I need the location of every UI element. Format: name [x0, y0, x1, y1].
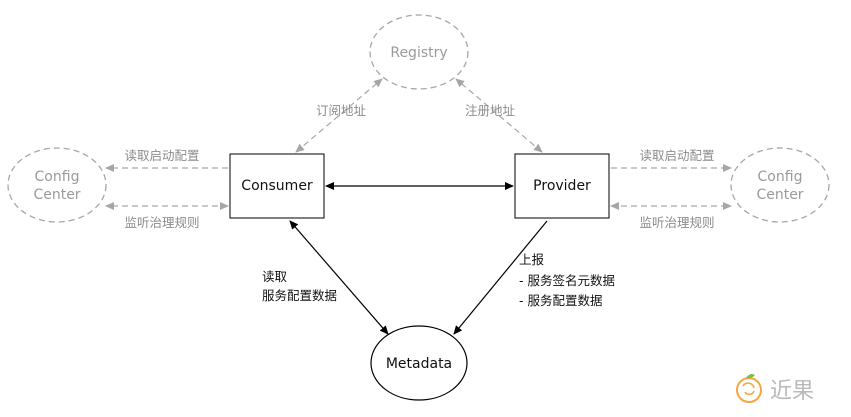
- provider-node: Provider: [514, 153, 610, 219]
- metadata-label: Metadata: [386, 356, 452, 372]
- provider-label: Provider: [533, 178, 591, 194]
- config-center-left-label-line2: Center: [33, 187, 80, 203]
- edge-label-provider-meta-line3: - 服务配置数据: [519, 293, 602, 308]
- config-center-right-label-line2: Center: [756, 187, 803, 203]
- edge-label-provider-meta-line2: - 服务签名元数据: [519, 273, 615, 288]
- consumer-node: Consumer: [229, 153, 325, 219]
- edge-label-consumer-meta-line2: 服务配置数据: [262, 288, 337, 303]
- edge-label-right-watch-rules: 监听治理规则: [639, 215, 714, 230]
- watermark-text: 近果: [770, 379, 814, 404]
- edge-label-subscribe: 订阅地址: [316, 103, 367, 118]
- fruit-logo-icon: [736, 374, 762, 403]
- edge-provider-metadata: [453, 220, 548, 335]
- watermark: 近果: [736, 374, 814, 404]
- edge-label-left-read-config: 读取启动配置: [124, 148, 199, 163]
- config-center-left-label-line1: Config: [35, 169, 80, 185]
- edge-label-right-read-config: 读取启动配置: [639, 148, 714, 163]
- config-center-left-node: Config Center: [7, 147, 107, 223]
- edge-label-register: 注册地址: [465, 103, 516, 118]
- registry-label: Registry: [390, 45, 447, 61]
- edge-consumer-registry: [295, 78, 383, 153]
- edge-label-consumer-meta-line1: 读取: [262, 269, 288, 284]
- config-center-right-label-line1: Config: [758, 169, 803, 185]
- edge-label-left-watch-rules: 监听治理规则: [124, 215, 199, 230]
- config-center-right-node: Config Center: [730, 147, 830, 223]
- metadata-node: Metadata: [370, 325, 468, 401]
- consumer-label: Consumer: [241, 178, 313, 194]
- edge-label-provider-meta-line1: 上报: [519, 252, 545, 267]
- registry-node: Registry: [369, 14, 469, 90]
- edge-consumer-metadata: [289, 220, 389, 335]
- edge-provider-registry: [455, 78, 543, 153]
